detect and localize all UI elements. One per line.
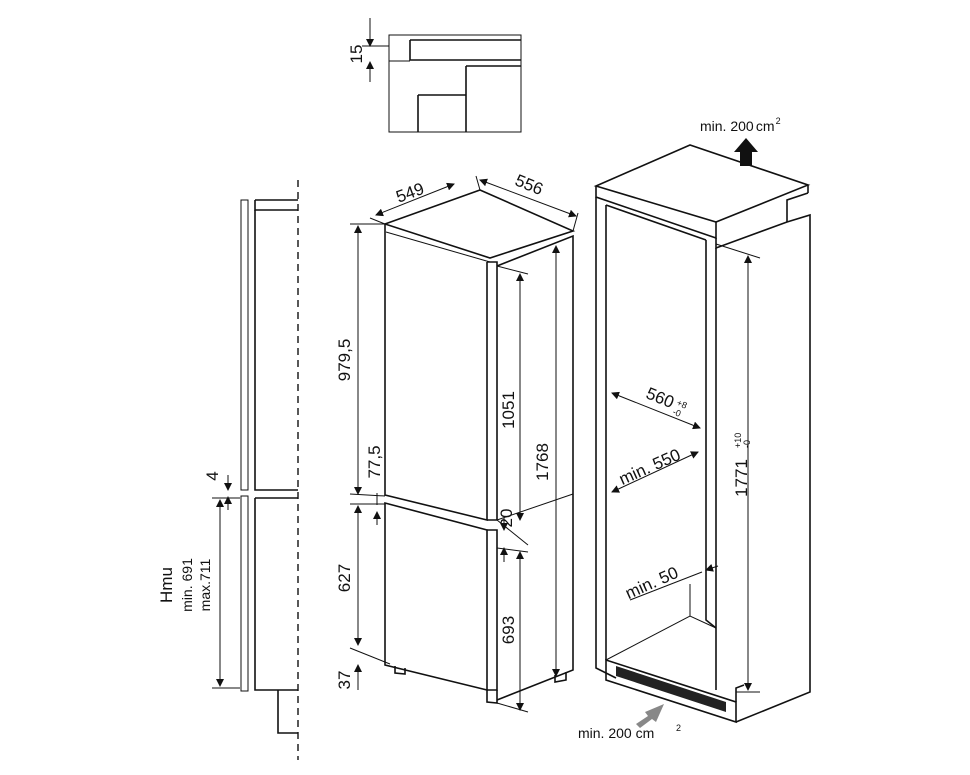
vent-top-sup: 2 xyxy=(776,116,781,126)
height-1771-tol-plus: +10 xyxy=(733,433,743,448)
left-side-panel: 4 Hmu min. 691 max.711 xyxy=(157,180,299,760)
top-detail: 15 xyxy=(347,18,522,133)
min-50-label: min. 50 xyxy=(622,563,681,603)
dim-549-label: 549 xyxy=(394,179,427,207)
vent-bottom-arrow-icon xyxy=(636,704,664,728)
vent-top-label: min. 200 xyxy=(700,118,754,134)
hmu-min-label: min. 691 xyxy=(179,558,195,612)
dim-627-label: 627 xyxy=(335,564,354,592)
dim-15-label: 15 xyxy=(347,45,366,64)
dim-979-5-label: 979,5 xyxy=(335,339,354,382)
min-550-label: min. 550 xyxy=(616,445,683,489)
niche-drawing: min. 200 cm 2 560 +8 -0 min. 550 min. 50… xyxy=(578,116,811,741)
dim-556-label: 556 xyxy=(512,171,545,199)
hmu-max-label: max.711 xyxy=(197,558,213,611)
dim-693-label: 693 xyxy=(499,616,518,644)
vent-top-unit: cm xyxy=(756,118,775,134)
dim-77-5-label: 77,5 xyxy=(365,445,384,478)
vent-bottom-label: min. 200 cm xyxy=(578,725,654,741)
dim-37-label: 37 xyxy=(335,671,354,690)
hmu-label: Hmu xyxy=(157,567,176,603)
vent-top-arrow-icon xyxy=(734,138,758,166)
width-560-tol-minus: -0 xyxy=(671,407,682,419)
refrigerator-drawing: 549 556 979,5 77,5 627 37 1051 20 693 17… xyxy=(335,171,579,713)
dim-4-label: 4 xyxy=(203,471,222,480)
dim-20-label: 20 xyxy=(497,509,516,528)
dim-1051-label: 1051 xyxy=(499,391,518,429)
height-1771-tol-minus: -0 xyxy=(742,440,752,448)
height-1771-label: 1771 xyxy=(732,459,751,497)
width-560-tol-plus: +8 xyxy=(675,398,688,411)
dim-1768-label: 1768 xyxy=(533,443,552,481)
vent-bottom-sup: 2 xyxy=(676,723,681,733)
